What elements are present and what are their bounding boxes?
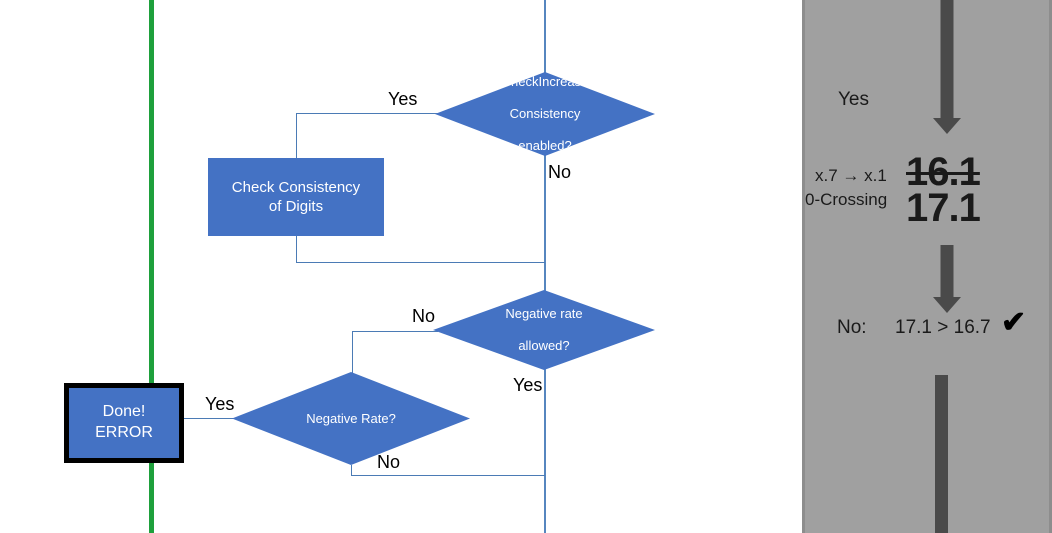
- terminator-done-line1: Done!: [102, 403, 146, 421]
- annotation-panel: Yes x.7 → x.1 0-Crossing 16.1 17.1 No: 1…: [802, 0, 1052, 533]
- edge-label-negrate-allowed-yes: Yes: [513, 375, 543, 395]
- edge-process-out-vertical: [296, 236, 297, 263]
- down-arrow-top-shaft: [940, 0, 954, 118]
- edge-checkincrease-yes-vertical: [296, 113, 297, 158]
- edge-process-out-horizontal: [296, 262, 545, 263]
- down-arrow-middle-head: [933, 297, 961, 313]
- decision-negative-rate-label: Negative Rate?: [306, 410, 396, 426]
- terminator-done-line2: ERROR: [95, 424, 153, 441]
- process-check-consistency-line1: Check Consistency: [231, 178, 361, 196]
- decision-checkincrease-line2: Consistency: [509, 106, 581, 122]
- annotation-yes-label: Yes: [838, 89, 869, 110]
- down-arrow-bottom-shaft: [935, 375, 948, 533]
- edge-negrate-allowed-no-vertical: [352, 331, 353, 374]
- decision-negative-rate-allowed-text: Negative rate allowed?: [489, 306, 598, 354]
- edge-negrate-yes-horizontal: [172, 418, 234, 419]
- annotation-conclusion-expression: 17.1 > 16.7: [895, 317, 991, 338]
- annotation-value-struck: 16.1: [906, 150, 981, 194]
- edge-label-checkincrease-no: No: [548, 162, 572, 182]
- green-section-divider: [149, 0, 154, 533]
- process-check-consistency-text: Check Consistency of Digits: [232, 178, 360, 217]
- edge-negrate-no-horizontal: [351, 475, 545, 476]
- edge-negrate-allowed-no-horizontal: [352, 331, 438, 332]
- decision-negative-rate-allowed-line1: Negative rate: [505, 306, 583, 322]
- edge-negrate-no-vertical: [351, 465, 352, 476]
- down-arrow-top-head: [933, 118, 961, 134]
- trunk-line-top: [544, 0, 546, 74]
- edge-label-negrate-no: No: [377, 452, 401, 472]
- process-check-consistency-of-digits[interactable]: Check Consistency of Digits: [208, 158, 384, 236]
- edge-label-checkincrease-yes: Yes: [388, 89, 418, 109]
- trunk-line-bottom: [544, 475, 546, 533]
- trunk-line-lower: [544, 368, 546, 475]
- edge-label-negrate-allowed-no: No: [412, 306, 436, 326]
- down-arrow-middle-shaft: [940, 245, 954, 297]
- process-check-consistency-line2: of Digits: [268, 198, 324, 215]
- down-arrow-middle: [932, 245, 962, 313]
- terminator-done-error[interactable]: Done! ERROR: [64, 383, 184, 463]
- annotation-rule-line1: x.7 → x.1: [815, 166, 887, 185]
- edge-checkincrease-yes-horizontal: [296, 113, 438, 114]
- trunk-line-mid: [544, 155, 546, 292]
- decision-negative-rate[interactable]: Negative Rate?: [232, 372, 470, 465]
- down-arrow-top: [932, 0, 962, 134]
- decision-checkincrease-line3: enabled?: [518, 137, 572, 153]
- decision-negative-rate-allowed-line2: allowed?: [518, 337, 570, 353]
- annotation-value-current: 17.1: [906, 186, 981, 230]
- edge-label-negrate-yes: Yes: [205, 394, 235, 414]
- decision-checkincrease-line1: CheckIncrease: [501, 74, 589, 90]
- flowchart-canvas: CheckIncrease Consistency enabled? Yes N…: [64, 0, 655, 533]
- decision-checkincrease-text: CheckIncrease Consistency enabled?: [486, 74, 605, 153]
- decision-negative-rate-allowed[interactable]: Negative rate allowed?: [433, 290, 655, 370]
- checkmark-icon: ✔: [1001, 306, 1027, 339]
- decision-checkincrease-consistency[interactable]: CheckIncrease Consistency enabled?: [435, 72, 655, 156]
- annotation-conclusion-prefix: No:: [837, 317, 867, 338]
- annotation-rule-line2: 0-Crossing: [805, 190, 888, 209]
